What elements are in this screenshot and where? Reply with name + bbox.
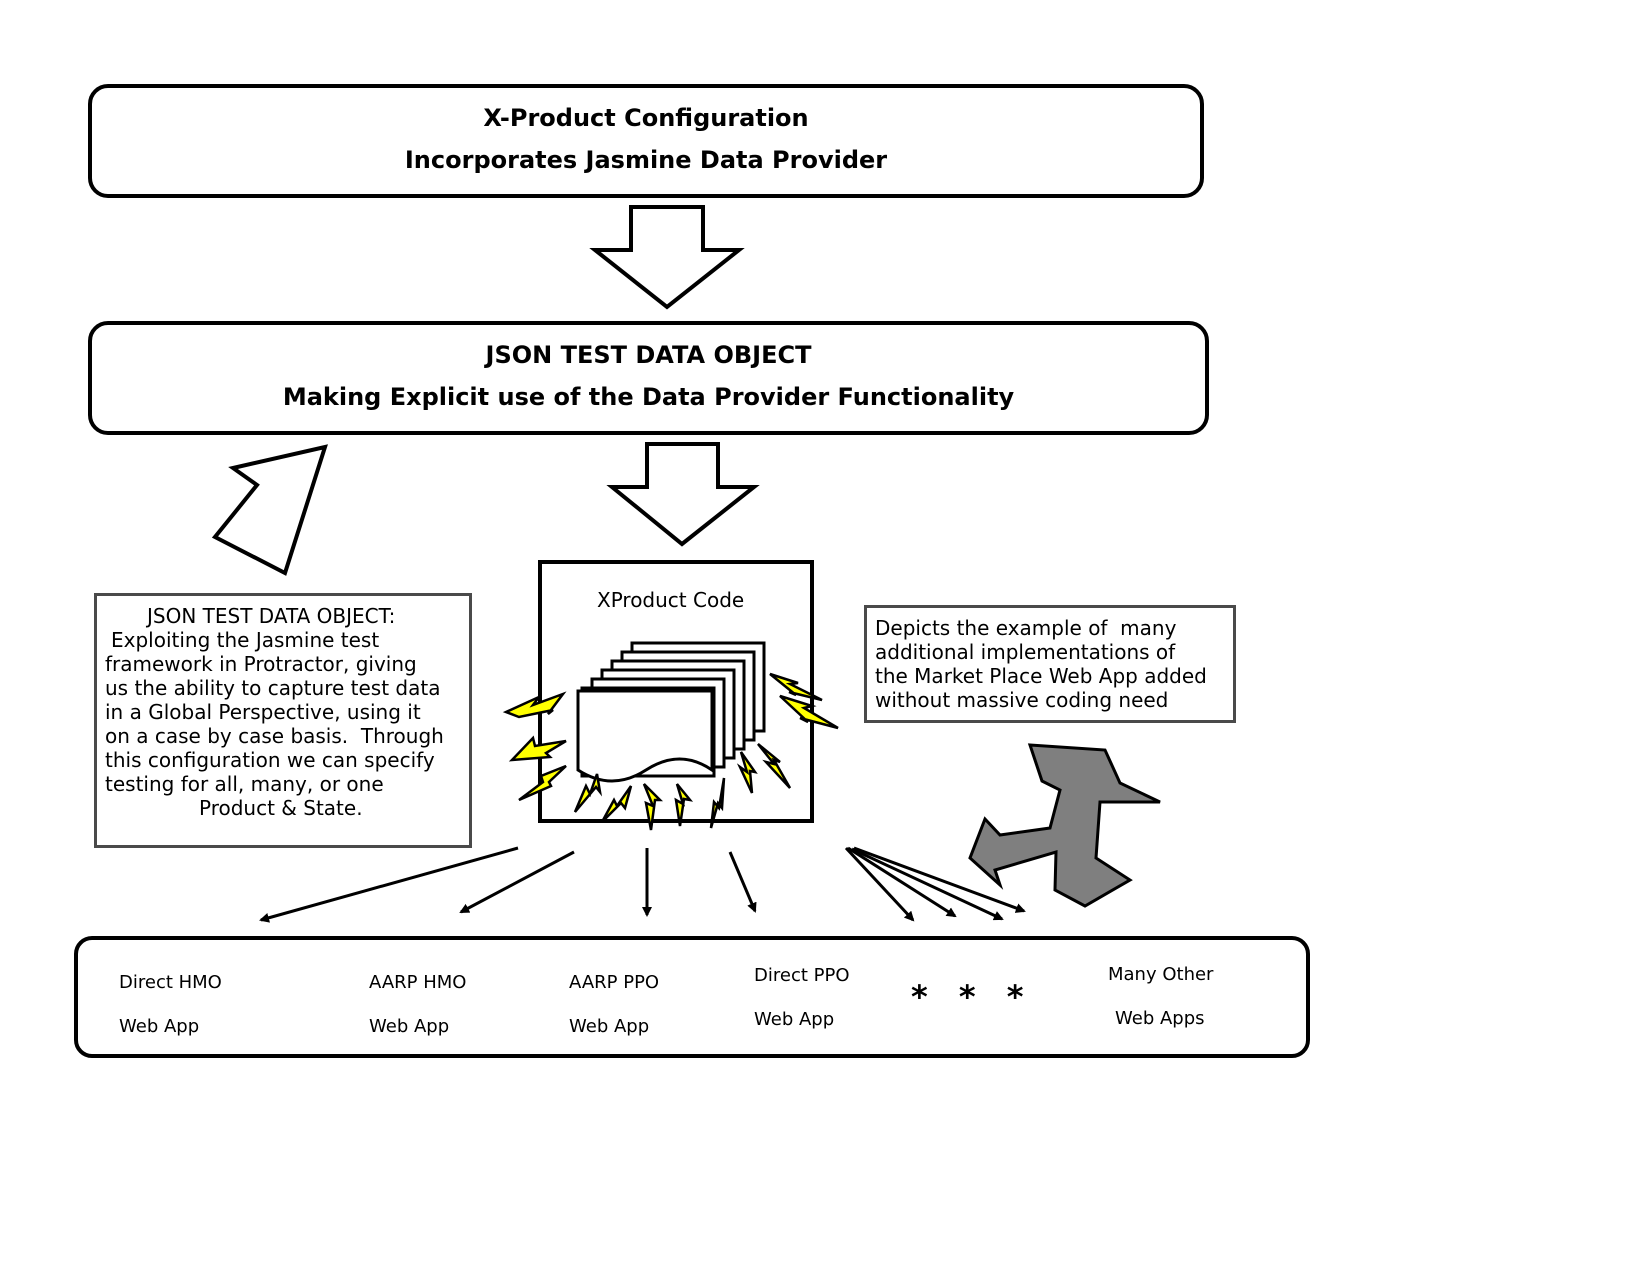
xproduct-configuration-box: X-Product Configuration Incorporates Jas… (88, 84, 1204, 198)
down-arrow-to-json-object (589, 205, 745, 310)
lightning-bolt-icon (736, 751, 758, 794)
arrow-to-direct-ppo (728, 851, 757, 913)
more-apps-ellipsis: * * * (911, 978, 1034, 1016)
diagonal-arrow-to-json-object (211, 444, 328, 576)
note-line: framework in Protractor, giving (105, 652, 417, 676)
lightning-bolt-icon (508, 735, 567, 762)
arrow-to-other-app-3 (851, 847, 1004, 921)
web-app-aarp-hmo-type: Web App (369, 1016, 450, 1037)
note-line: this configuration we can specify (105, 748, 435, 772)
arrow-to-other-app-1 (844, 846, 915, 922)
note-heading: JSON TEST DATA OBJECT: (147, 604, 396, 628)
web-app-direct-hmo-name: Direct HMO (119, 972, 222, 993)
json-test-data-object-subtitle: Making Explicit use of the Data Provider… (282, 383, 1015, 411)
note-line: testing for all, many, or one (105, 772, 384, 796)
arrow-to-aarp-hmo (459, 850, 575, 914)
web-app-direct-ppo-name: Direct PPO (754, 965, 850, 986)
xproduct-configuration-subtitle: Incorporates Jasmine Data Provider (404, 146, 888, 174)
web-apps-box: Direct HMO Web App AARP HMO Web App AARP… (74, 936, 1310, 1058)
stacked-documents-icon (576, 641, 766, 783)
web-app-direct-ppo-type: Web App (754, 1009, 835, 1030)
web-app-direct-hmo-type: Web App (119, 1016, 200, 1037)
xproduct-configuration-title: X-Product Configuration (483, 104, 809, 132)
down-arrow-to-xproduct-code (606, 442, 760, 547)
note-line: in a Global Perspective, using it (105, 700, 421, 724)
lightning-bolt-icon (709, 777, 726, 829)
note-line: additional implementations of (875, 640, 1176, 664)
lightning-bolt-icon (518, 764, 567, 802)
arrow-to-direct-hmo (259, 846, 519, 923)
lightning-bolt-icon (757, 743, 792, 789)
json-test-data-object-title: JSON TEST DATA OBJECT (485, 341, 812, 369)
lightning-bolt-icon (779, 694, 839, 730)
note-line: without massive coding need (875, 688, 1169, 712)
lightning-bolt-icon (600, 785, 633, 823)
note-line: on a case by case basis. Through (105, 724, 444, 748)
fanout-arrows (259, 846, 1026, 923)
note-line: Depicts the example of many (875, 616, 1177, 640)
lightning-bolt-icon (573, 773, 603, 813)
web-app-many-other-type: Web Apps (1115, 1008, 1205, 1029)
web-app-many-other-name: Many Other (1108, 964, 1214, 985)
arrow-to-other-app-4 (853, 846, 1026, 913)
lightning-bolt-icon (769, 672, 823, 702)
web-app-aarp-hmo-name: AARP HMO (369, 972, 467, 993)
note-line: the Market Place Web App added (875, 664, 1207, 688)
note-line: Exploiting the Jasmine test (111, 628, 380, 652)
xproduct-code-title: XProduct Code (597, 588, 745, 612)
lightning-bolt-icon (642, 783, 664, 831)
note-line: Product & State. (199, 796, 363, 820)
json-test-data-object-box: JSON TEST DATA OBJECT Making Explicit us… (88, 321, 1209, 435)
json-test-data-description-note: JSON TEST DATA OBJECT: Exploiting the Ja… (94, 593, 472, 848)
additional-implementations-note: Depicts the example of many additional i… (864, 605, 1236, 723)
lightning-bolt-icon (674, 783, 694, 827)
lightning-bolt-icon (502, 691, 567, 719)
web-app-aarp-ppo-name: AARP PPO (569, 972, 660, 993)
note-line: us the ability to capture test data (105, 676, 441, 700)
lightning-bolts (502, 672, 839, 831)
web-app-aarp-ppo-type: Web App (569, 1016, 650, 1037)
expand-arrow-icon (968, 743, 1161, 908)
arrow-to-other-app-2 (847, 846, 957, 918)
